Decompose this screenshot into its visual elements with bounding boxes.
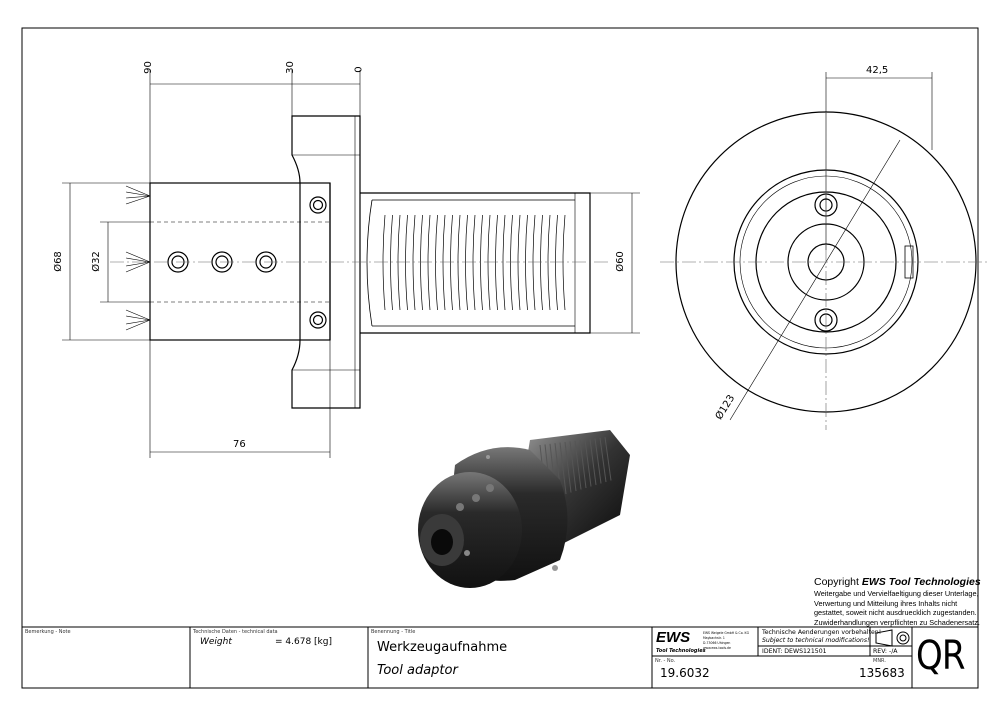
thread-line [465,214,468,311]
render-thread [604,437,612,481]
thread-line [435,214,438,311]
title-en: Tool adaptor [377,663,458,678]
thread-line [390,214,393,311]
thread-line [472,214,476,311]
thread-line [510,214,513,311]
thread-line [525,214,528,311]
note-label: Bemerkung - Note [25,629,71,635]
thread-line [450,214,453,311]
render-thread [589,438,597,486]
thread-line [382,214,386,311]
copyright-prefix: Copyright [814,576,862,588]
isometric-render [418,430,630,588]
copyright-heading: Copyright EWS Tool Technologies [814,576,981,588]
dimension-lines [62,70,933,458]
dim-90: 90 [142,61,154,74]
copyright-line: gestattet, soweit nicht ausdruecklich zu… [814,608,977,617]
thread-line [495,214,498,311]
logo-text: EWS [656,629,690,646]
render-thread [564,441,572,493]
dim-0: 0 [353,66,365,73]
weight-label: Weight [200,637,232,647]
ews-logo: EWS [656,629,690,646]
thread-line [405,214,408,311]
copyright-notice: Weitergabe und Vervielfaeltigung dieser … [814,589,980,627]
logo-subtitle: Tool Technologies [656,648,706,654]
title-de: Werkzeugaufnahme [377,640,508,655]
dim-76: 76 [233,439,246,450]
frame-border [21,27,979,689]
title-label: Benennung - Title [371,629,416,635]
nr-label: Nr. - No. [655,658,676,664]
thread-line [487,214,491,311]
thread-line [555,214,558,311]
address-line: Maybachstr. 1 [703,635,725,640]
render-thread [559,442,567,495]
address-line: www.ews-tools.de [703,645,731,650]
copyright-line: Verwertung und Mitteilung ihres Inhalts … [814,598,958,608]
thread-line [540,214,543,311]
side-view [110,115,610,409]
qr-code-label: QR [916,633,966,679]
address-line: EWS Weigele GmbH & Co. KG [703,630,749,635]
copyright-line: Zuwiderhandlungen verpflichten zu Schade… [814,617,980,627]
thread-line [502,214,506,311]
ident: IDENT: DEWS121501 [762,648,827,655]
changes-en: Subject to technical modifications! [762,637,870,644]
dim-d60: Ø60 [614,251,626,272]
dim-d32: Ø32 [90,251,102,272]
weight-value: = 4.678 [kg] [275,637,332,647]
thread-line [562,214,566,311]
revision: REV: -/A [873,648,898,655]
thread-line [547,214,551,311]
thread-line [420,214,423,311]
changes-de: Technische Aenderungen vorbehalten! [762,629,882,636]
projection-symbol [875,629,893,647]
thread-line [517,214,521,311]
tech-data-label: Technische Daten - technical data [193,629,278,635]
render-thread [574,440,582,490]
render-thread [584,439,592,487]
address-line: D-73066 Uhingen [703,640,731,645]
copyright-line: Weitergabe und Vervielfaeltigung dieser … [814,589,979,598]
thread-line [397,214,401,311]
dim-42-5: 42,5 [866,65,889,76]
render-thread [599,437,607,483]
render-thread [569,441,577,492]
render-thread [579,440,587,489]
render-thread [594,438,602,484]
material-number: 135683 [859,666,905,680]
drawing-number: 19.6032 [660,666,710,680]
thread-line [480,214,483,311]
thread-line [532,214,536,311]
thread-line [442,214,446,311]
copyright-brand: EWS Tool Technologies [861,576,981,588]
dim-d68: Ø68 [52,251,64,272]
mnr-label: MNR. [873,658,886,664]
thread-line [427,214,431,311]
front-view [660,95,990,430]
dim-30: 30 [284,61,296,74]
thread-line [412,214,416,311]
thread-line [457,214,461,311]
